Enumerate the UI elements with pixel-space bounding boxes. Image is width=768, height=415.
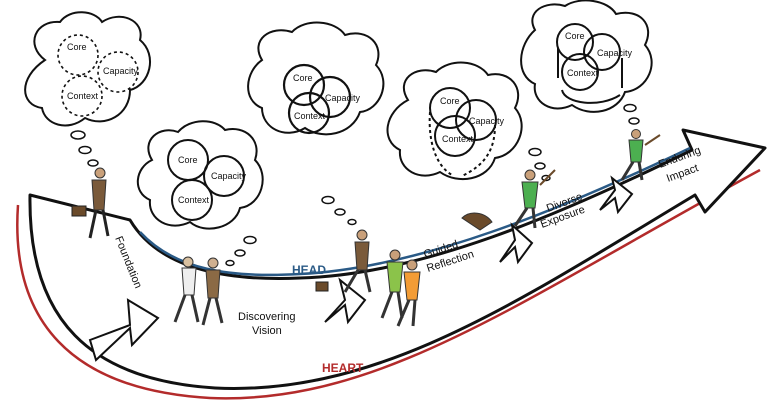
venn-1-context: Context (67, 91, 99, 101)
head-label: HEAD (292, 263, 326, 277)
venn-4-core: Core (440, 96, 460, 106)
figure-walker-foundation (71, 167, 110, 239)
stage-label-discovering-line2: Vision (252, 325, 282, 337)
thought-clouds (24, 0, 653, 230)
stage-label-discovering-line1: Discovering (238, 311, 295, 323)
venn-5-context: Context (567, 68, 599, 78)
journey-path (28, 128, 767, 390)
venn-diagram-3 (282, 63, 352, 135)
step-separators (88, 175, 634, 362)
venn-3-capacity: Capacity (325, 93, 361, 103)
venn-5-capacity: Capacity (597, 48, 633, 58)
venn-5-core: Core (565, 31, 585, 41)
venn-4-capacity: Capacity (469, 116, 505, 126)
thought-cloud-1 (24, 11, 151, 127)
venn-1-capacity: Capacity (103, 66, 139, 76)
heart-track-line (16, 168, 761, 400)
venn-diagram-2 (167, 139, 245, 221)
venn-diagram-5 (556, 23, 623, 104)
figure-walker-enduring (620, 129, 661, 181)
venn-diagram-1 (57, 34, 139, 117)
venn-4-context: Context (442, 134, 474, 144)
thought-cloud-4 (386, 61, 523, 181)
figure-walkers-guided (315, 229, 421, 327)
heart-label: HEART (322, 361, 364, 375)
figure-walkers-discovering (173, 256, 224, 326)
venn-2-context: Context (178, 195, 210, 205)
venn-diagram-4 (428, 87, 497, 177)
venn-1-core: Core (67, 42, 87, 52)
venn-2-core: Core (178, 155, 198, 165)
venn-3-context: Context (294, 111, 326, 121)
venn-2-capacity: Capacity (211, 171, 247, 181)
thought-cloud-3 (247, 21, 385, 136)
venn-3-core: Core (293, 73, 313, 83)
figure-walker-diverse (461, 169, 556, 231)
